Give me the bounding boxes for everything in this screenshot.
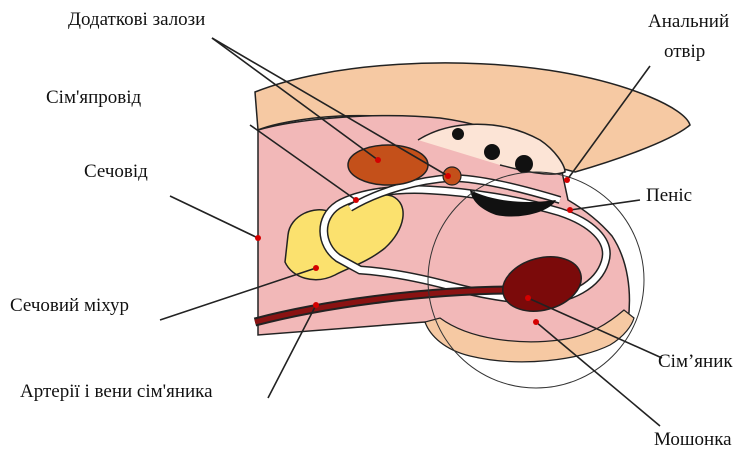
marker-ureter [255,235,261,241]
label-testis: Сім’яник [658,352,733,371]
marker-vessels [313,302,319,308]
label-ureter: Сечовід [84,162,148,181]
marker-vas [353,197,359,203]
marker-anus [564,177,570,183]
marker-testis [525,295,531,301]
label-anus-line1: Анальний [648,12,729,31]
marker-accessory-2 [445,173,451,179]
feces-dot-2 [484,144,500,160]
marker-bladder [313,265,319,271]
label-testicular-vessels: Артерії і вени сім'яника [20,382,213,401]
feces-dot-3 [515,155,533,173]
feces-dot-1 [452,128,464,140]
label-accessory-glands: Додаткові залози [68,10,205,29]
label-bladder: Сечовий міхур [10,296,129,315]
label-anus-line2: отвір [664,42,705,61]
leader-penis [570,200,640,210]
label-penis: Пеніс [646,186,692,205]
marker-scrotum [533,319,539,325]
label-scrotum: Мошонка [654,430,732,449]
label-vas-deferens: Сім'япровід [46,88,141,107]
accessory-gland-shape [348,145,428,185]
marker-accessory-1 [375,157,381,163]
marker-penis [567,207,573,213]
leader-ureter [170,196,258,238]
